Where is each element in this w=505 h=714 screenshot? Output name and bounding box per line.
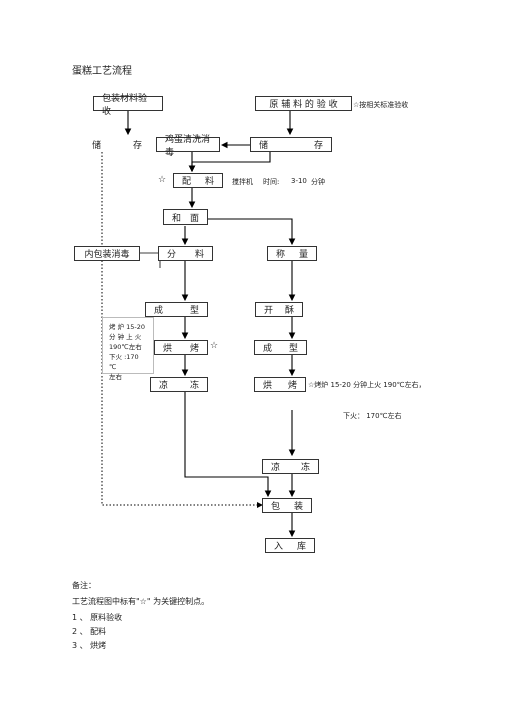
package-box: 包装 — [262, 498, 312, 513]
raw-check-box: 原 辅 料 的 验 收 — [255, 96, 352, 111]
knead-box: 和面 — [163, 209, 208, 225]
mix-box: 配料 — [173, 173, 223, 188]
cool-left-box: 凉冻 — [150, 377, 208, 392]
arrow-cool-to-package — [184, 392, 272, 498]
egg-wash-box: 鸡蛋清洗消毒 — [156, 135, 220, 158]
time-label: 时间: — [263, 178, 280, 186]
bake-right-note2: 下火： 170℃左右 — [343, 412, 402, 420]
page-title: 蛋糕工艺流程 — [72, 66, 132, 77]
divide-box: 分料 — [158, 246, 213, 261]
bake-right-box: 烘烤 — [254, 377, 306, 392]
weigh-box: 称量 — [267, 246, 317, 261]
footer-item-3: 3 、 烘烤 — [72, 641, 107, 650]
bake-left-box: 烘烤 — [154, 340, 208, 355]
raw-check-note: ☆按相关标准验收 — [353, 101, 409, 109]
cool-right-box: 凉冻 — [262, 459, 319, 474]
dotted-store-to-package — [101, 152, 263, 508]
footer-item-1: 1 、 原料验收 — [72, 613, 123, 622]
shape-right-box: 成型 — [254, 340, 307, 355]
mixer-label: 搅拌机 — [232, 178, 253, 186]
time-unit: 分钟 — [311, 178, 325, 186]
oven-note: 烤 炉 15-20 分 钟 上 火 190℃左右 下火 :170 ℃ 左右 — [102, 317, 154, 381]
inner-pkg-box: 内包装消毒 — [74, 246, 140, 261]
store-right-box: 储存 — [250, 137, 332, 152]
store-left-box: 储存 — [84, 137, 150, 152]
star-bake-left: ☆ — [210, 341, 219, 351]
arrow-knead-to-weigh — [208, 218, 296, 246]
footer-heading: 备注： — [72, 581, 96, 590]
time-value: 3-10 — [291, 177, 307, 185]
pkg-check-box: 包装材料验收 — [93, 94, 163, 117]
footer-line1: 工艺流程图中标有"☆" 为关键控制点。 — [72, 597, 210, 606]
puff-box: 开酥 — [255, 302, 303, 317]
shape-left-box: 成型 — [145, 302, 208, 317]
star-mix: ☆ — [158, 175, 167, 185]
bake-right-note: ☆烤炉 15-20 分钟上火 190℃左右， — [308, 381, 426, 389]
footer-item-2: 2 、 配料 — [72, 627, 107, 636]
warehouse-box: 入库 — [265, 538, 315, 553]
